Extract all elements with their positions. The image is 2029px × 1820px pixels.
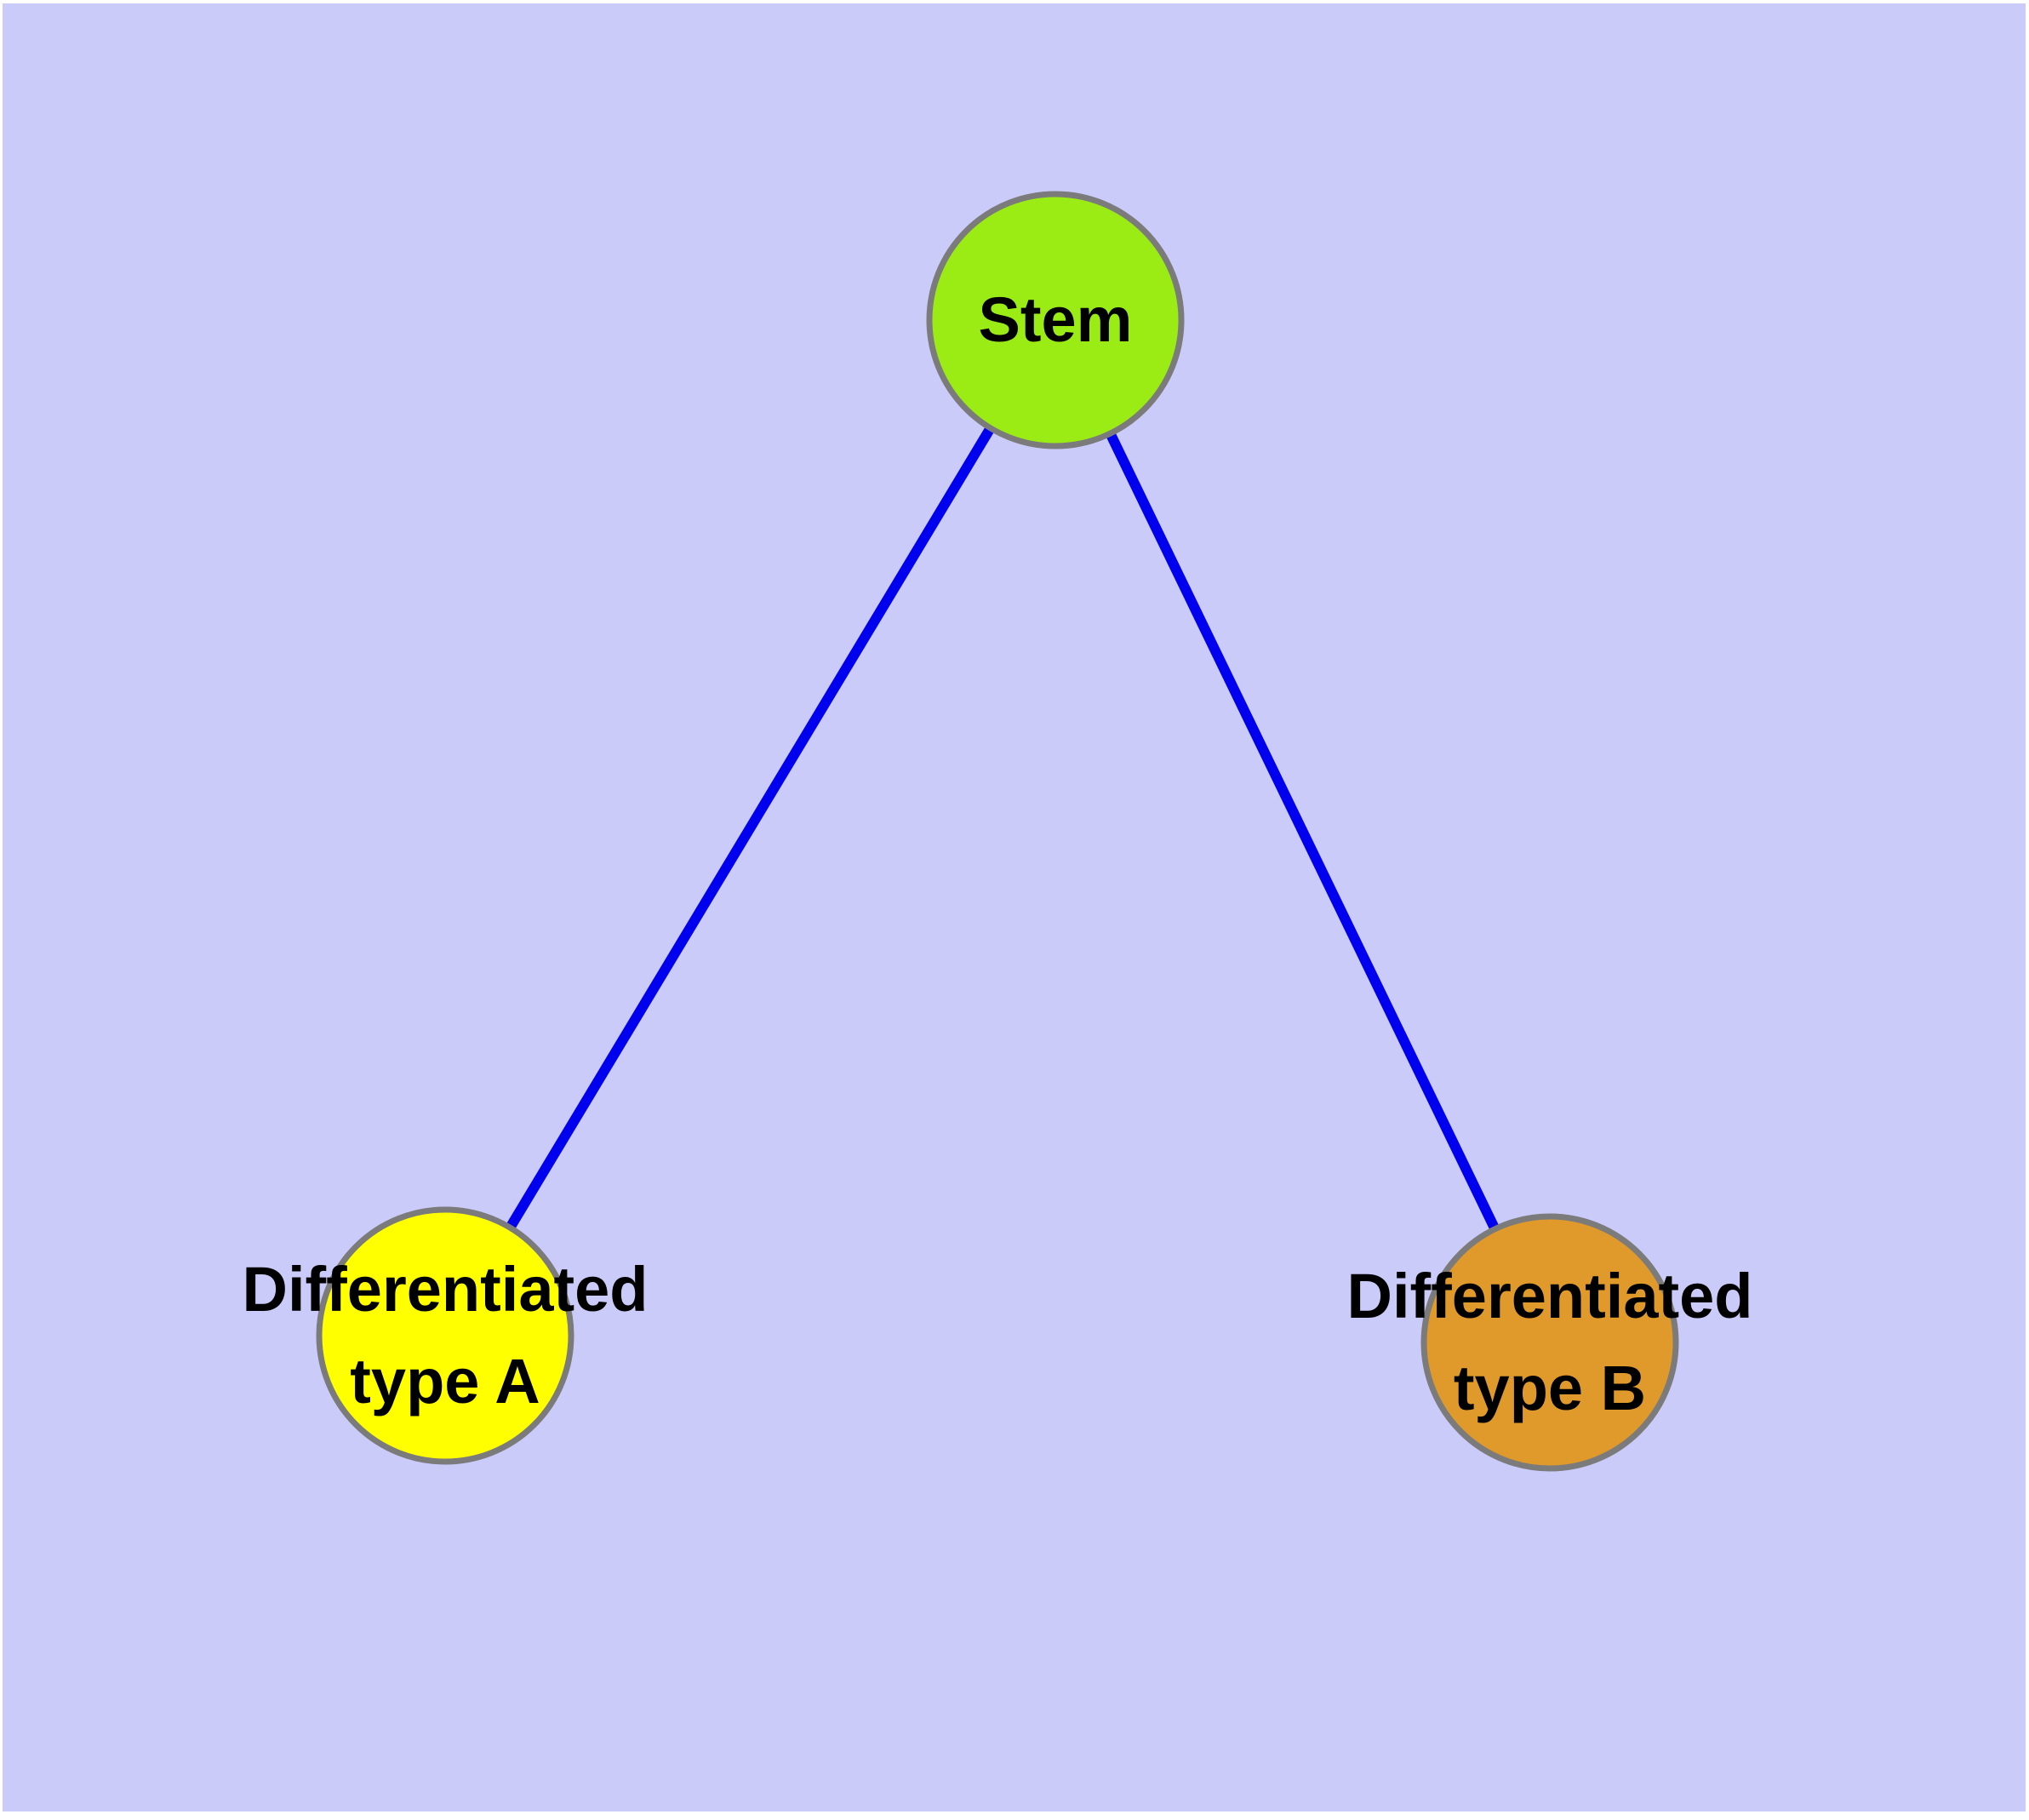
node-circle-type-b [1420, 1213, 1679, 1472]
edge-stem-type-a [440, 317, 1060, 1339]
graph-svg [3, 3, 2026, 1811]
node-circle-stem [926, 191, 1185, 449]
edge-stem-type-b [1050, 318, 1555, 1345]
node-circle-type-a [316, 1206, 574, 1465]
